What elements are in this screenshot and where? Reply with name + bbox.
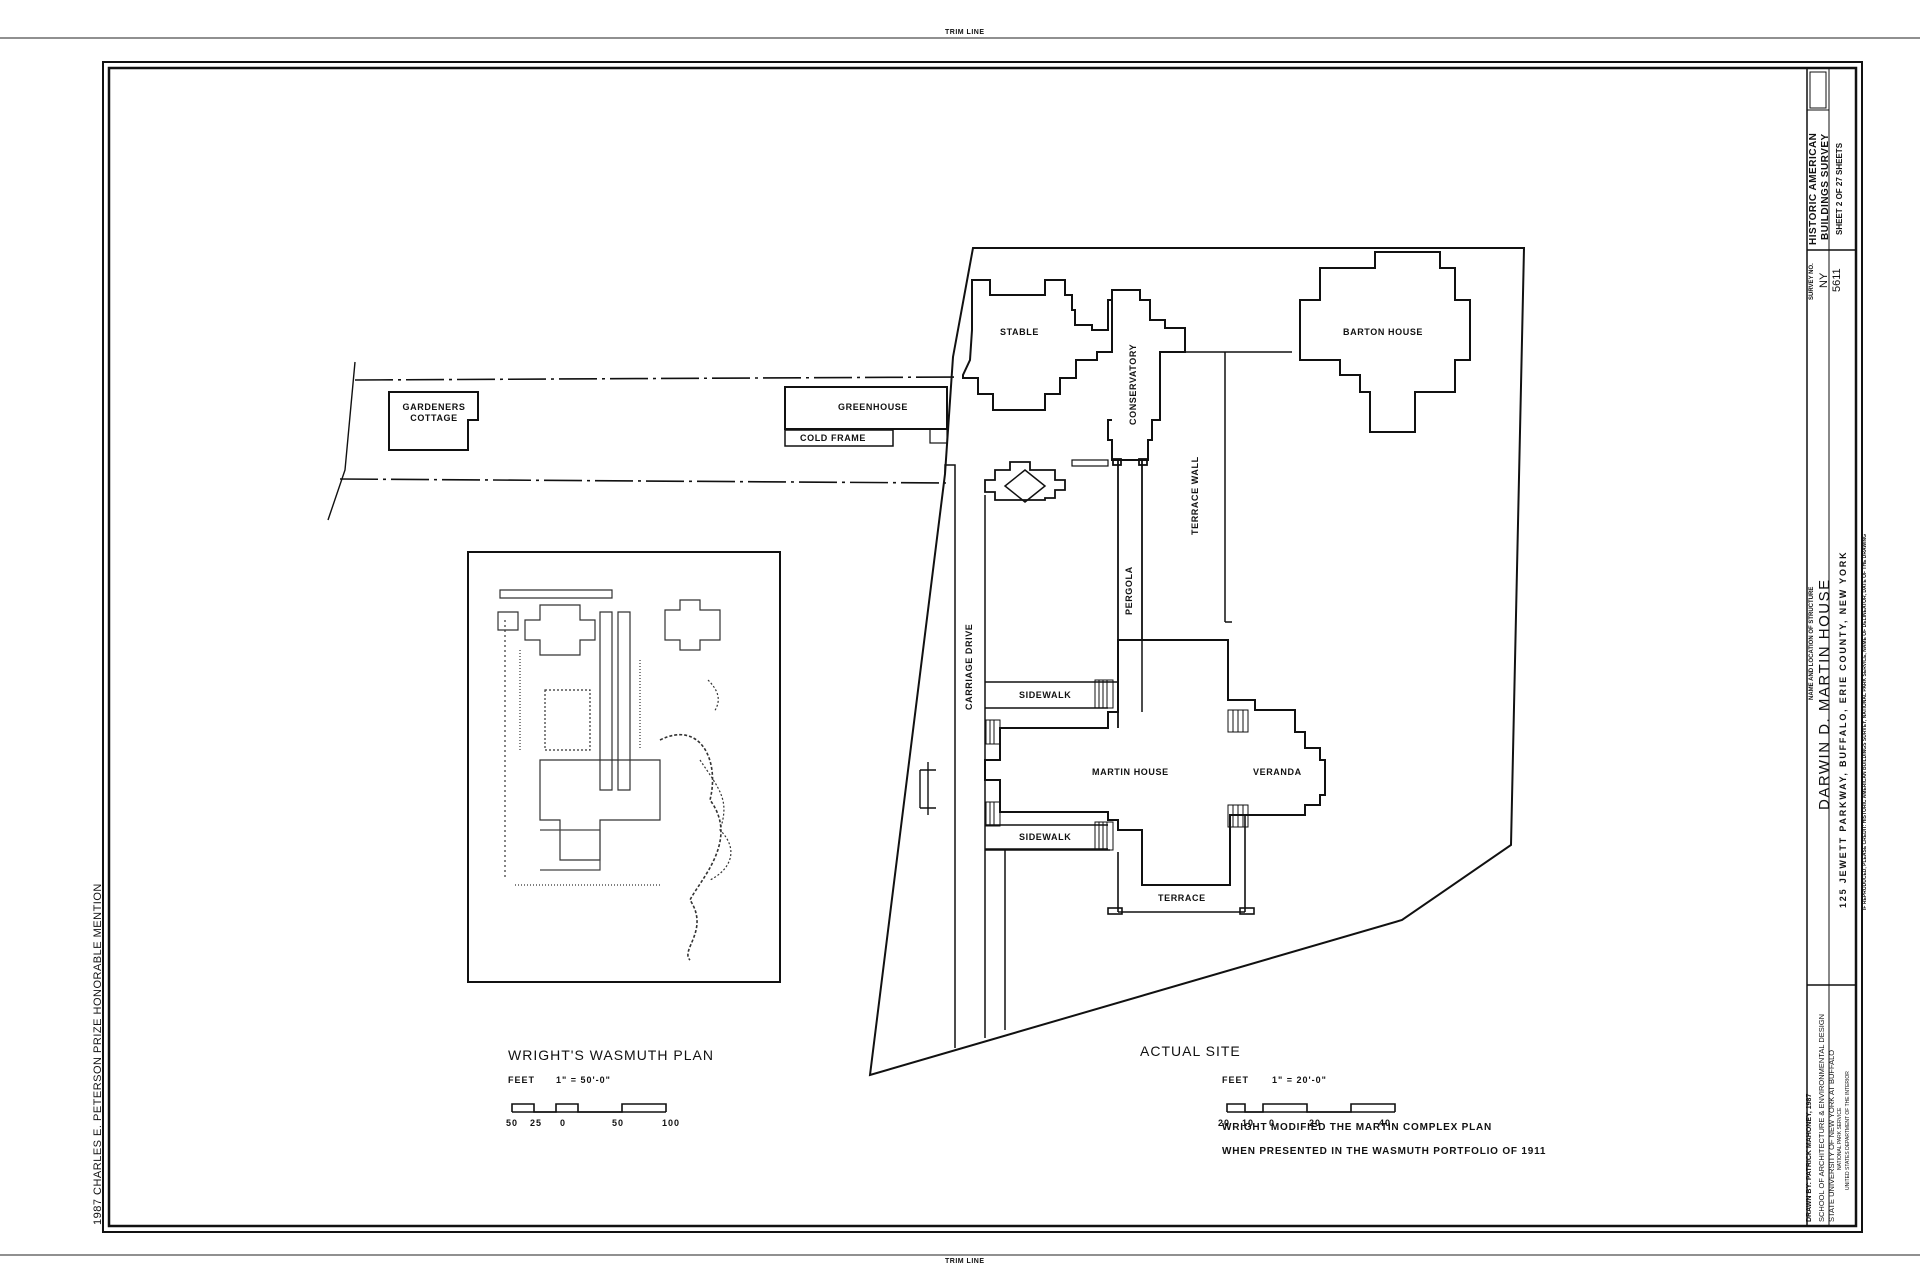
conservatory — [1107, 289, 1186, 461]
title-block-frame — [1806, 68, 1856, 1226]
drive-marker — [919, 762, 936, 815]
actual-site-title: ACTUAL SITE — [1140, 1043, 1241, 1059]
outer-border — [102, 61, 1863, 1233]
tb-doi-line: UNITED STATES DEPARTMENT OF THE INTERIOR — [1845, 1071, 1851, 1190]
actual-tick-3: 20 — [1309, 1118, 1322, 1128]
barton-house — [1299, 251, 1471, 433]
wasmuth-scale-ratio: 1" = 50'-0" — [556, 1075, 611, 1085]
wasmuth-tick-2: 0 — [560, 1118, 567, 1128]
tb-agency-line-1: HISTORIC AMERICAN — [1808, 132, 1819, 245]
actual-tick-1: 10 — [1242, 1118, 1255, 1128]
steps — [985, 679, 1249, 851]
label-martin-house: MARTIN HOUSE — [1092, 767, 1169, 777]
label-gardeners-cottage: GARDENERS COTTAGE — [402, 402, 466, 424]
label-veranda: VERANDA — [1253, 767, 1302, 777]
wasmuth-scale-ticks: 50 25 0 50 100 — [506, 1103, 706, 1128]
label-pergola: PERGOLA — [1124, 566, 1134, 615]
wasmuth-tick-0: 50 — [506, 1118, 519, 1128]
label-carriage-drive: CARRIAGE DRIVE — [964, 623, 974, 710]
actual-site-scale-ticks: 20 10 0 20 40 — [1218, 1103, 1418, 1128]
tb-credit-note: IF REPRODUCED, PLEASE CREDIT: HISTORIC A… — [1862, 534, 1868, 910]
actual-site-scale-bar — [1226, 1103, 1396, 1113]
stable — [962, 279, 1113, 411]
tb-structure-name: DARWIN D. MARTIN HOUSE — [1816, 578, 1833, 810]
wasmuth-tick-3: 50 — [612, 1118, 625, 1128]
tb-drawn-by: DRAWN BY: PATRICK MAHONEY, 1987 — [1806, 1093, 1813, 1222]
label-terrace: TERRACE — [1158, 893, 1206, 903]
actual-site-note-2: WHEN PRESENTED IN THE WASMUTH PORTFOLIO … — [1222, 1146, 1547, 1157]
gardeners-cottage — [388, 391, 479, 451]
terrace — [1107, 815, 1255, 915]
actual-tick-2: 0 — [1269, 1118, 1276, 1128]
honorable-mention: 1987 CHARLES E. PETERSON PRIZE HONORABLE… — [92, 883, 104, 1225]
carriage-drive — [944, 464, 1110, 1048]
label-gardeners-cottage-2: COTTAGE — [410, 413, 458, 423]
wasmuth-title: WRIGHT'S WASMUTH PLAN — [508, 1047, 714, 1063]
actual-tick-0: 20 — [1218, 1118, 1231, 1128]
inner-border — [107, 66, 1858, 1228]
sidewalk-paths — [985, 681, 1118, 850]
tb-survey-state: NY — [1818, 272, 1830, 288]
tb-address: 125 JEWETT PARKWAY, BUFFALO, ERIE COUNTY… — [1838, 550, 1848, 908]
tb-survey-label: SURVEY NO. — [1809, 263, 1815, 300]
actual-site-scale-unit: FEET — [1222, 1075, 1250, 1085]
label-terrace-wall: TERRACE WALL — [1190, 456, 1200, 535]
actual-site-scale-ratio: 1" = 20'-0" — [1272, 1075, 1327, 1085]
label-barton-house: BARTON HOUSE — [1343, 327, 1424, 337]
label-sidewalk-south: SIDEWALK — [1019, 832, 1072, 842]
label-conservatory: CONSERVATORY — [1128, 343, 1138, 425]
label-cold-frame: COLD FRAME — [800, 433, 866, 443]
tb-sheet-of: SHEET 2 OF 27 SHEETS — [1835, 142, 1844, 235]
tb-agency-line-2: BUILDINGS SURVEY — [1820, 133, 1831, 240]
tb-survey-number: 5611 — [1831, 268, 1843, 292]
pavilion — [984, 461, 1066, 501]
tb-name-label: NAME AND LOCATION OF STRUCTURE — [1809, 586, 1815, 700]
martin-house — [984, 639, 1326, 886]
label-greenhouse: GREENHOUSE — [838, 402, 909, 412]
wasmuth-plan-image — [467, 551, 781, 983]
wasmuth-tick-4: 100 — [662, 1118, 681, 1128]
wasmuth-tick-1: 25 — [530, 1118, 543, 1128]
tb-school-line-1: SCHOOL OF ARCHITECTURE & ENVIRONMENTAL D… — [1817, 1013, 1826, 1222]
property-curve — [327, 361, 356, 521]
wasmuth-scale-unit: FEET — [508, 1075, 536, 1085]
tb-nps-line: NATIONAL PARK SERVICE — [1837, 1107, 1843, 1170]
tb-school-line-2: STATE UNIVERSITY OF NEW YORK AT BUFFALO — [1827, 1049, 1836, 1222]
wasmuth-scale-bar — [511, 1103, 667, 1113]
label-sidewalk-north: SIDEWALK — [1019, 690, 1072, 700]
actual-site-note-1: WRIGHT MODIFIED THE MARTIN COMPLEX PLAN — [1222, 1122, 1493, 1133]
label-gardeners-cottage-1: GARDENERS — [402, 402, 466, 412]
trim-line-label-bottom: TRIM LINE — [945, 1258, 985, 1265]
trim-line-label-top: TRIM LINE — [945, 29, 985, 36]
label-stable: STABLE — [1000, 327, 1039, 337]
greenhouse — [784, 386, 948, 430]
cold-frame — [784, 429, 894, 447]
actual-tick-4: 40 — [1379, 1118, 1392, 1128]
